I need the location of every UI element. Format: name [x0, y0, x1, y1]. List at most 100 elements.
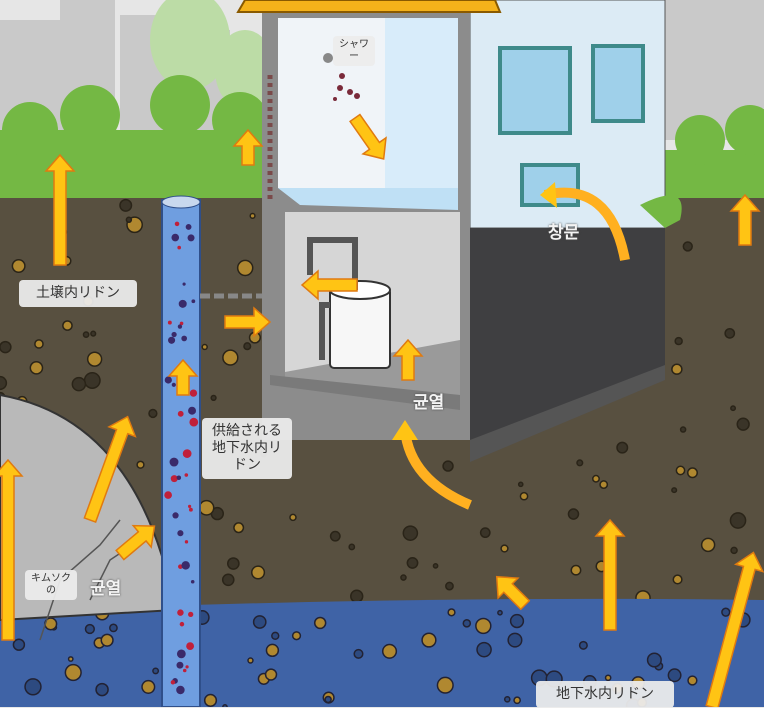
radon-particle	[179, 621, 185, 627]
pebble	[671, 487, 678, 494]
pebble	[507, 632, 523, 648]
radon-particle	[167, 320, 172, 325]
radon-particle	[182, 282, 186, 286]
pebble	[667, 668, 682, 683]
pebble	[100, 633, 114, 647]
radon-particle	[176, 649, 186, 659]
radon-particle	[177, 324, 183, 329]
tank-pipe	[307, 237, 358, 290]
radon-particle	[170, 680, 176, 685]
pebble	[687, 675, 698, 686]
radon-particle	[177, 530, 184, 537]
radon-arrow-icon	[232, 128, 264, 166]
pebble	[442, 460, 454, 472]
pebble	[67, 656, 74, 662]
pebble	[672, 574, 683, 585]
radon-arrow-icon	[44, 153, 76, 266]
pebble	[203, 693, 218, 707]
pebble	[0, 340, 12, 354]
pebble	[500, 544, 509, 553]
radon-particle	[184, 540, 189, 544]
radon-arrow-icon	[0, 458, 24, 641]
radon-particle	[181, 561, 190, 570]
pebble	[198, 499, 215, 516]
pebble	[513, 696, 521, 705]
radon-particle	[188, 504, 192, 508]
radon-particle	[181, 335, 188, 342]
pebble	[570, 564, 582, 576]
pebble	[243, 342, 252, 351]
pebble	[462, 619, 472, 628]
well-pipe	[161, 199, 201, 707]
pebble	[291, 631, 302, 641]
radon-arrow-icon	[594, 518, 626, 631]
pebble	[251, 565, 266, 580]
radon-particle	[174, 221, 180, 227]
pebble	[599, 480, 609, 489]
pebble	[148, 408, 158, 419]
pebble	[400, 574, 407, 581]
pebble	[0, 375, 8, 391]
pebble	[221, 573, 235, 587]
radon-particle	[164, 376, 172, 384]
radon-arrow-icon	[392, 338, 424, 381]
pebble	[119, 198, 133, 212]
pebble	[201, 343, 208, 351]
label-bedrock: キムソクの	[25, 570, 77, 600]
distant-trees	[150, 0, 275, 110]
radon-particle	[184, 473, 189, 477]
pebble	[353, 648, 364, 659]
pebble	[34, 339, 44, 349]
radon-particle	[187, 234, 195, 242]
radon-particle	[169, 457, 179, 467]
label-groundwater-radon: 地下水内リドン	[536, 681, 674, 708]
pebble	[671, 363, 683, 375]
radon-particle	[176, 475, 182, 481]
pebble	[11, 259, 26, 273]
radon-arrow-icon	[115, 524, 156, 561]
pebble	[64, 663, 82, 682]
pebble	[475, 617, 492, 635]
pebble	[682, 241, 693, 252]
radon-arrow-icon	[224, 306, 272, 338]
pebble	[724, 327, 736, 339]
pebble	[578, 640, 588, 650]
pebble	[252, 615, 267, 629]
text-window: 창문	[548, 223, 580, 243]
text-crack-basement: 균열	[413, 393, 445, 413]
pebble	[476, 641, 492, 658]
pebble	[265, 643, 280, 658]
radon-particle	[186, 642, 195, 651]
label-soil-radon: 土壌内リドン	[19, 280, 137, 307]
pebble	[90, 330, 97, 337]
radon-particle	[179, 321, 184, 326]
pebble	[249, 212, 256, 219]
pebble	[222, 349, 239, 366]
shower-droplets	[333, 73, 360, 101]
pebble	[289, 513, 297, 522]
radon-particle	[185, 223, 192, 230]
radon-particle	[171, 233, 180, 242]
curved-arrow-icon	[543, 187, 630, 261]
radon-arrow-icon	[300, 269, 358, 301]
pebble	[567, 508, 580, 520]
pebble	[82, 331, 90, 338]
pebble	[686, 467, 698, 479]
pebble	[447, 608, 456, 617]
radon-particle	[164, 491, 172, 499]
radon-particle	[177, 609, 184, 616]
pebble	[84, 623, 95, 635]
pebble	[136, 460, 145, 469]
pebble	[29, 361, 44, 375]
pebble	[674, 336, 683, 346]
radon-arrow-icon	[167, 358, 199, 396]
pebble	[736, 417, 750, 431]
radon-particle	[190, 579, 195, 584]
pebble	[210, 394, 217, 402]
pebble	[479, 527, 491, 539]
pebble	[264, 668, 278, 681]
pebble	[12, 638, 26, 651]
pebble	[497, 609, 503, 616]
pebble	[236, 259, 254, 277]
radon-particle	[188, 507, 193, 512]
